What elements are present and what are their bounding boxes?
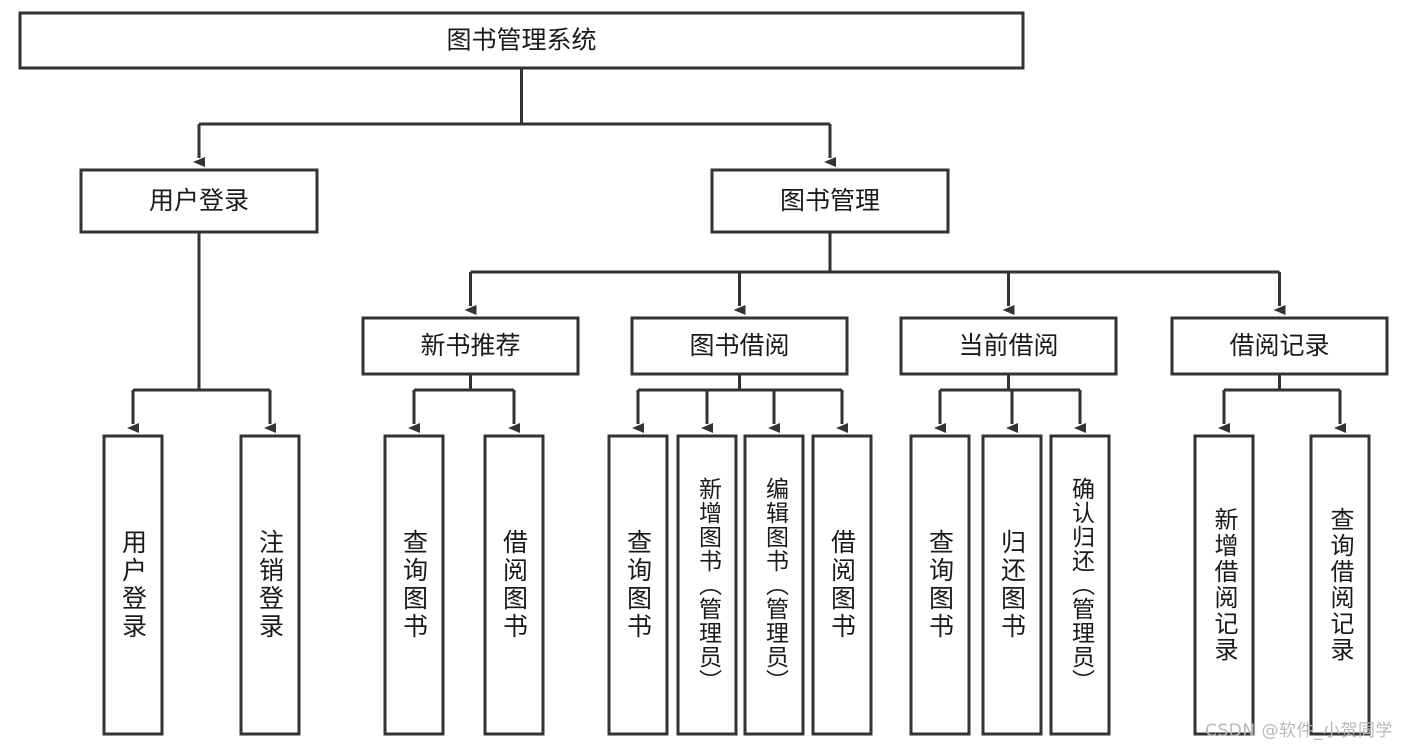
node-box-leaf8[interactable] [811, 434, 873, 736]
node-label-borrow: 图书借阅 [689, 331, 789, 360]
node-label-bookmgmt: 图书管理 [780, 186, 880, 215]
node-box-leaf2[interactable] [239, 434, 301, 736]
node-box-leaf6[interactable] [676, 434, 738, 736]
node-box-leaf1[interactable] [102, 434, 164, 736]
node-label-newbook: 新书推荐 [420, 331, 520, 360]
node-box-borrow[interactable] [630, 316, 849, 376]
node-box-current[interactable] [899, 316, 1118, 376]
node-box-leaf7[interactable] [743, 434, 805, 736]
node-box-leaf3[interactable] [383, 434, 445, 736]
node-box-records[interactable] [1170, 316, 1389, 376]
edge-layer [127, 68, 1346, 433]
node-label-root: 图书管理系统 [446, 26, 596, 55]
node-box-leaf12[interactable] [1193, 434, 1255, 736]
node-box-bookmgmt[interactable] [710, 168, 950, 234]
node-box-leaf9[interactable] [909, 434, 971, 736]
node-label-records: 借阅记录 [1229, 331, 1329, 360]
node-box-root[interactable] [18, 11, 1025, 70]
node-box-leaf4[interactable] [483, 434, 545, 736]
node-box-leaf5[interactable] [607, 434, 669, 736]
node-box-layer [18, 11, 1389, 736]
node-box-leaf10[interactable] [981, 434, 1043, 736]
node-box-leaf11[interactable] [1049, 434, 1111, 736]
node-box-leaf13[interactable] [1309, 434, 1371, 736]
watermark-text: CSDN @软件_小贺同学 [1205, 721, 1393, 741]
node-box-newbook[interactable] [361, 316, 580, 376]
node-box-login[interactable] [79, 168, 319, 234]
node-label-current: 当前借阅 [958, 331, 1058, 360]
node-label-login: 用户登录 [149, 186, 249, 215]
